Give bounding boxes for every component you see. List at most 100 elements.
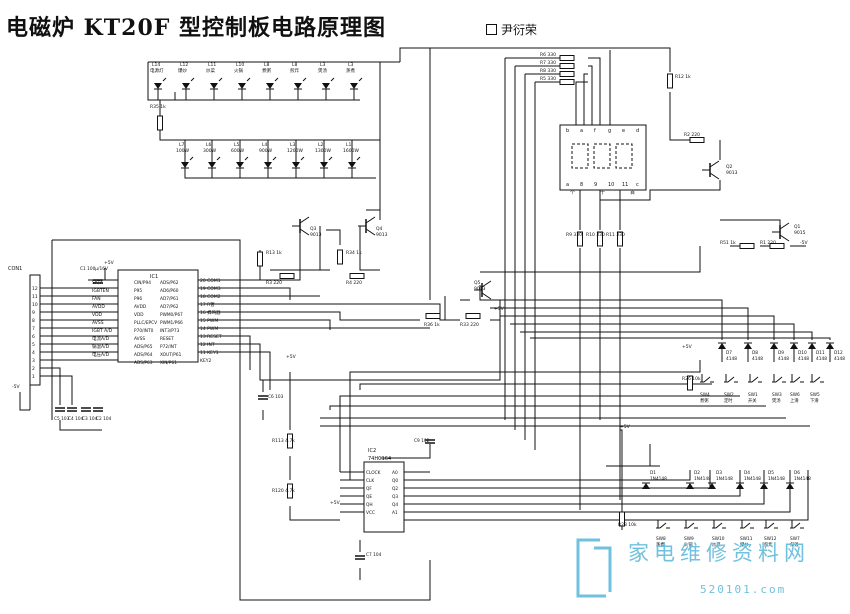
- led-func-label: 爆炒: [178, 67, 187, 74]
- resistor-icon: [769, 243, 785, 249]
- ic1-left-pin-label: IGBTEN: [92, 288, 109, 294]
- led-icon-ray: [328, 156, 333, 161]
- diode-value-label: 1N4148: [650, 476, 667, 482]
- wire: [339, 395, 740, 400]
- led-icon-ray: [218, 77, 223, 82]
- diode-ref-label: D4: [744, 470, 750, 476]
- switch-ref-label: SW4: [700, 392, 710, 398]
- resistor-label: R33 220: [460, 322, 479, 328]
- switch-icon: [703, 376, 711, 383]
- wire: [575, 81, 588, 125]
- diode-value-label: 1N4148: [744, 476, 761, 482]
- switch-ref-label: SW5: [810, 392, 820, 398]
- resistor-label: R35 1k: [150, 104, 166, 110]
- diode-icon: [760, 483, 768, 489]
- watermark-text: 家电维修资料网: [628, 541, 810, 565]
- switch-icon: [775, 376, 783, 383]
- switch-icon: [743, 522, 751, 529]
- supply-label: -5V: [12, 384, 20, 390]
- wire: [480, 246, 701, 273]
- ic1-right-pin-label: KEY2: [200, 358, 212, 364]
- diode-ref-label: D8: [752, 350, 758, 356]
- switch-func-label: 定时: [724, 397, 733, 404]
- led-icon-ray: [274, 77, 279, 82]
- display-digit: [615, 143, 633, 169]
- wire: [198, 319, 331, 330]
- diode-icon: [786, 483, 794, 489]
- resistor-icon: [559, 55, 575, 61]
- wire: [59, 420, 102, 431]
- ic1-mid-pin-label: P96: [134, 296, 142, 302]
- ic1-mid-pin-label: AD7/P62: [160, 304, 179, 310]
- led-icon-ray: [162, 77, 167, 82]
- capacitor-label: C5 103: [54, 416, 70, 422]
- switch-icon: [715, 522, 723, 529]
- ic1-right-pin-label: 15 PWM: [200, 318, 218, 324]
- wire: [480, 299, 723, 340]
- ic1-mid-pin-label: P70/INT0: [134, 328, 154, 334]
- wire: [147, 62, 360, 101]
- diode-icon: [736, 483, 744, 489]
- display-digit: [571, 143, 589, 169]
- resistor-label: R10 330: [586, 232, 605, 238]
- switch-ref-label: SW1: [748, 392, 758, 398]
- display-pin-label: 8: [580, 182, 583, 188]
- led-ref-label: L8: [264, 62, 270, 68]
- transistor-ref-label: Q5: [474, 280, 481, 286]
- resistor-icon: [577, 231, 583, 247]
- transistor-icon-collector: [299, 216, 310, 224]
- wire: [490, 310, 501, 321]
- display-pin-label: b: [566, 128, 569, 134]
- transistor-icon-emitter: [365, 228, 376, 236]
- wire: [404, 470, 809, 521]
- ic1-mid-pin-label: AD7/P61: [160, 296, 179, 302]
- wire: [198, 303, 460, 321]
- switch-icon: [793, 376, 801, 383]
- led-ref-label: L8: [292, 62, 298, 68]
- transistor-icon-collector: [709, 160, 720, 168]
- connector-pin-label: 11: [32, 294, 38, 300]
- led-icon: [181, 162, 189, 168]
- diode-ref-label: D7: [726, 350, 732, 356]
- ic2-right-pin-label: Q2: [392, 486, 398, 492]
- ic1-right-pin-label: 17 R管: [200, 301, 215, 308]
- led-icon-ray: [190, 77, 195, 82]
- capacitor-label: C4 104: [68, 416, 84, 422]
- supply-label: +5V: [682, 344, 693, 350]
- resistor-label: R13 1k: [266, 250, 282, 256]
- switch-func-label: 煮粥: [700, 397, 709, 404]
- led-func-label: 1600W: [343, 148, 359, 154]
- ic2-right-pin-label: Q3: [392, 494, 398, 500]
- wire: [289, 506, 340, 521]
- resistor-label: R120 4.7k: [272, 488, 295, 494]
- transistor-icon-collector: [779, 222, 790, 230]
- display-module: [559, 124, 647, 191]
- led-func-label: 100W: [176, 148, 190, 154]
- wire: [669, 92, 690, 141]
- led-func-label: 炒菜: [206, 67, 215, 74]
- supply-label: +5V: [494, 306, 505, 312]
- led-func-label: 1200W: [287, 148, 303, 154]
- led-icon: [236, 162, 244, 168]
- led-ref-label: L10: [236, 62, 244, 68]
- led-func-label: 蒸煮: [346, 67, 355, 74]
- connector-pin-label: 4: [32, 350, 35, 356]
- ic1-left-pin-label: 电压A/D: [92, 351, 110, 358]
- diode-value-label: 4148: [752, 356, 763, 362]
- switch-ref-label: SW12: [764, 536, 777, 542]
- diode-icon: [686, 483, 694, 489]
- wire: [583, 73, 588, 125]
- ic2-left-pin-label: QF: [366, 486, 372, 492]
- wire: [19, 392, 30, 411]
- diode-icon: [744, 343, 752, 349]
- label-group: L14电源灯L12爆炒L11炒菜L10火锅L8煮粥L8煎炸L3煲汤L3蒸煮L71…: [8, 52, 845, 558]
- connector-pin-label: 3: [32, 358, 35, 364]
- diode-value-label: 4148: [816, 356, 827, 362]
- wire: [404, 470, 691, 481]
- ic1-mid-pin-label: AD6/P60: [160, 288, 179, 294]
- connector-pin-label: 10: [32, 302, 38, 308]
- ic1-left-pin-label: 电流A/D: [92, 335, 110, 342]
- author-checkbox-icon: [486, 24, 497, 35]
- diode-value-label: 4148: [798, 356, 809, 362]
